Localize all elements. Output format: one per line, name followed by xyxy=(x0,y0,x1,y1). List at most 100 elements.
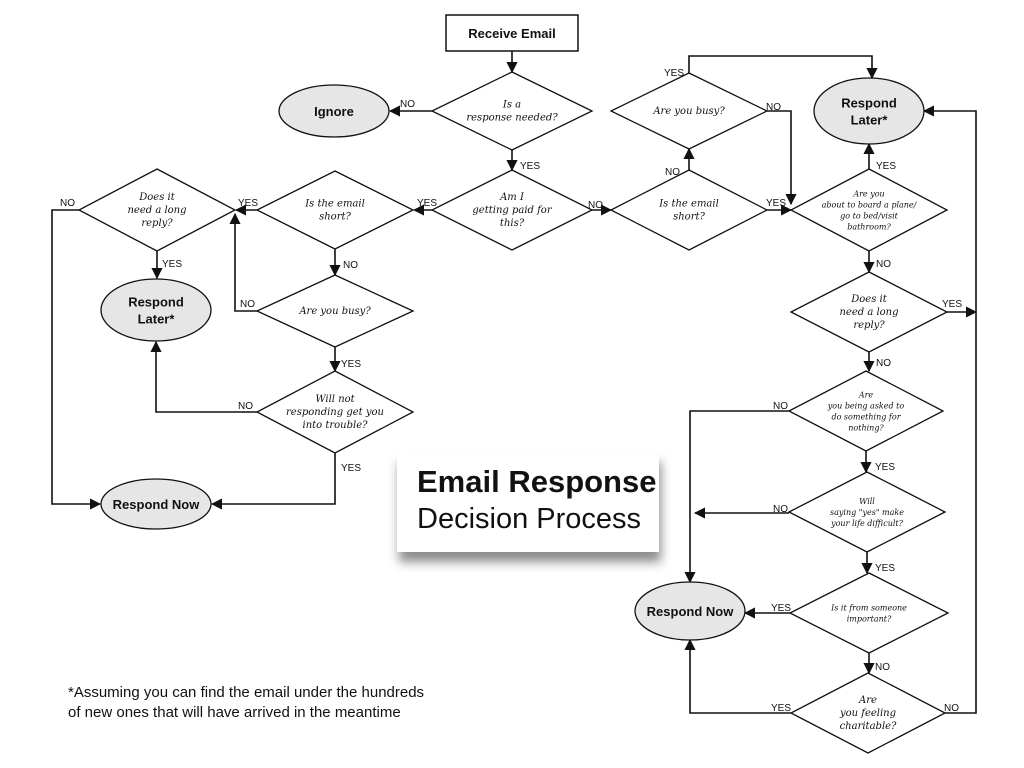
connector-16 xyxy=(767,110,797,206)
no-branch-label: NO xyxy=(240,299,255,310)
node-text-line: you feeling xyxy=(839,708,896,719)
yes-branch-label: YES xyxy=(875,462,895,473)
decision-diamond-shape xyxy=(789,271,949,353)
decision-right-busy: Are you busy? xyxy=(609,72,769,150)
connector-15 xyxy=(688,55,878,80)
node-text-line: go to bed/visit xyxy=(840,212,898,221)
connector-25 xyxy=(684,410,789,584)
node-text-line: Receive Email xyxy=(468,26,555,41)
decision-diamond-shape xyxy=(255,170,415,250)
no-branch-label: NO xyxy=(400,99,415,110)
footnote: *Assuming you can find the email under t… xyxy=(68,683,528,723)
node-text-line: important? xyxy=(847,615,892,624)
yes-branch-label: YES xyxy=(771,603,791,614)
branch-labels: NO YES YES NO YES NO YES NO NO YES NO YES YES NO NO YES… xyxy=(60,68,962,714)
decision-diamond-shape xyxy=(787,471,947,553)
yes-branch-label: YES xyxy=(766,198,786,209)
decision-left-trouble: Will not responding get you into trouble? xyxy=(255,370,415,454)
node-text-line: need a long xyxy=(839,307,898,318)
decision-diamond-shape xyxy=(787,370,945,452)
node-text-line: Respond xyxy=(128,295,184,310)
node-text-line: Respond xyxy=(841,96,897,111)
no-branch-label: NO xyxy=(876,259,891,270)
node-text-line: need a long xyxy=(127,205,186,216)
decision-diamond-shape xyxy=(609,72,769,150)
node-text-line: bathroom? xyxy=(847,223,891,232)
no-branch-label: NO xyxy=(875,662,890,673)
decision-diamond-shape xyxy=(77,168,237,252)
node-text-line: this? xyxy=(500,218,525,229)
yes-branch-label: YES xyxy=(162,259,182,270)
no-branch-label: NO xyxy=(773,401,788,412)
node-text-line: Respond Now xyxy=(647,604,735,619)
decision-diamond-shape xyxy=(255,370,415,454)
yes-branch-label: YES xyxy=(238,198,258,209)
no-branch-label: NO xyxy=(238,401,253,412)
no-branch-label: NO xyxy=(876,358,891,369)
terminal-oval-shape xyxy=(100,478,212,530)
decision-diamond-shape xyxy=(255,274,415,348)
node-text-line: Is the email xyxy=(658,199,719,210)
terminal-oval-shape xyxy=(813,77,925,145)
yes-branch-label: YES xyxy=(942,299,962,310)
footnote-line-1: *Assuming you can find the email under t… xyxy=(68,684,425,701)
decision-left-busy: Are you busy? xyxy=(255,274,415,348)
node-text-line: response needed? xyxy=(466,113,558,124)
title-line-1: Email Response xyxy=(417,464,657,499)
yes-branch-label: YES xyxy=(875,563,895,574)
node-text-line: you being asked to xyxy=(827,402,905,411)
node-text-line: Will xyxy=(859,497,875,506)
node-text-line: Does it xyxy=(138,192,175,203)
node-text-line: Later* xyxy=(851,113,889,128)
node-text-line: Are you xyxy=(852,190,884,199)
connector-29 xyxy=(922,105,977,714)
node-text-line: short? xyxy=(319,212,351,223)
node-text-line: Is it from someone xyxy=(830,604,907,613)
title-line-2: Decision Process xyxy=(417,503,642,535)
node-text-line: into trouble? xyxy=(303,420,369,431)
terminal-oval-shape xyxy=(100,278,212,342)
footnote-line-2: of new ones that will have arrived in th… xyxy=(68,704,401,721)
node-text-line: charitable? xyxy=(840,721,897,732)
node-text-line: responding get you xyxy=(286,407,384,418)
decision-diamond-shape xyxy=(609,169,769,251)
connector-13 xyxy=(51,209,102,510)
connector-lines xyxy=(51,51,978,714)
node-text-line: Are you busy? xyxy=(652,106,725,117)
node-text-line: your life difficult? xyxy=(830,519,904,528)
decision-important: Is it from someone important? xyxy=(788,572,950,654)
node-text-line: Does it xyxy=(850,294,887,305)
decision-right-email-short: Is the email short? xyxy=(609,169,769,251)
no-branch-label: NO xyxy=(773,504,788,515)
node-text-line: Are xyxy=(858,391,874,400)
yes-branch-label: YES xyxy=(876,161,896,172)
node-text-line: Respond Now xyxy=(113,497,201,512)
connector-9 xyxy=(229,212,257,312)
decision-diamond-shape xyxy=(789,672,947,754)
node-right-respond-now: Respond Now xyxy=(634,581,746,641)
decision-diamond-shape xyxy=(788,572,950,654)
connector-11 xyxy=(150,340,257,413)
start-box-shape xyxy=(445,14,579,52)
node-text-line: Will not xyxy=(315,394,355,405)
yes-branch-label: YES xyxy=(520,161,540,172)
node-text-line: short? xyxy=(673,212,705,223)
yes-branch-label: YES xyxy=(341,359,361,370)
yes-branch-label: YES xyxy=(771,703,791,714)
node-text-line: Are xyxy=(858,695,877,706)
no-branch-label: NO xyxy=(944,703,959,714)
no-branch-label: NO xyxy=(343,260,358,271)
node-text-line: Am I xyxy=(499,192,525,203)
node-text-line: Later* xyxy=(138,312,176,327)
